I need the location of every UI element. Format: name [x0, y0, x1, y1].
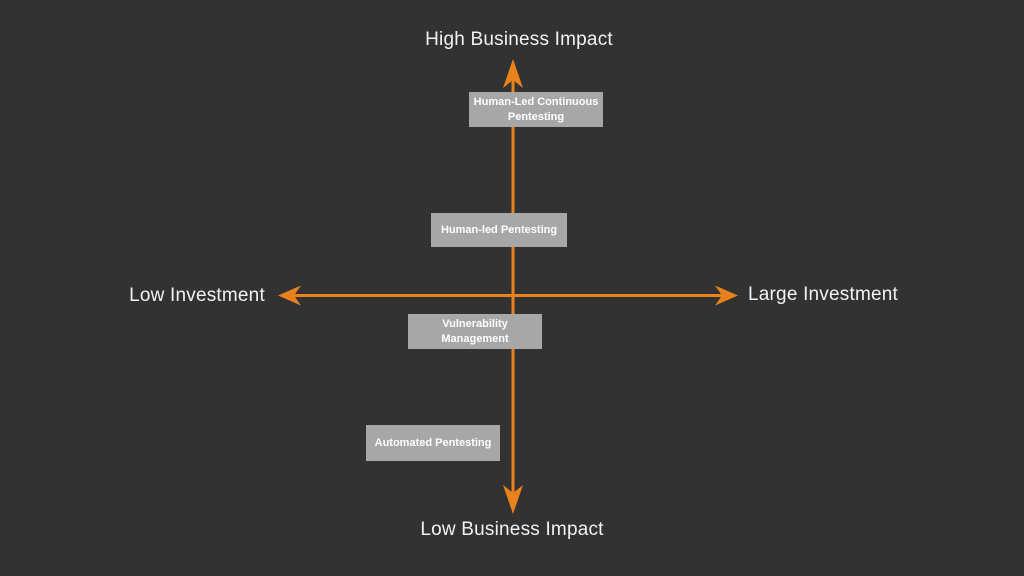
- item-box-human-led-pentesting: Human-led Pentesting: [431, 213, 567, 247]
- arrowhead-down-icon: [503, 485, 523, 514]
- axis-label-high-business-impact: High Business Impact: [425, 29, 613, 50]
- arrowhead-left-icon: [278, 285, 301, 306]
- arrowhead-up-icon: [503, 59, 523, 88]
- axis-label-large-investment: Large Investment: [747, 284, 899, 305]
- axis-label-low-investment: Low Investment: [129, 285, 265, 306]
- arrowhead-right-icon: [715, 285, 738, 306]
- axis-label-low-business-impact: Low Business Impact: [420, 519, 604, 540]
- item-box-automated-pentesting: Automated Pentesting: [366, 425, 500, 461]
- item-box-vulnerability-management: Vulnerability Management: [408, 314, 542, 349]
- item-box-human-led-continuous-pentesting: Human-Led Continuous Pentesting: [469, 92, 603, 127]
